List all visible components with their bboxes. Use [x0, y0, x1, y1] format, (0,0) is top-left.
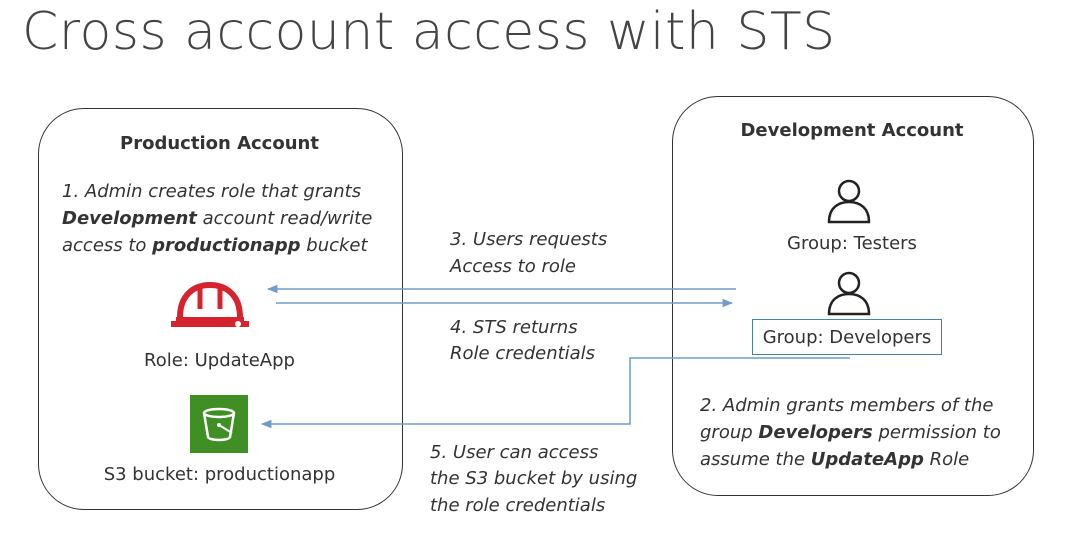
- step4-line2: Role credentials: [450, 343, 596, 364]
- step5-line1: 5. User can access: [430, 442, 599, 463]
- role-label: Role: UpdateApp: [144, 350, 295, 371]
- step2-line2: group Developers permission to: [700, 422, 1001, 443]
- group-testers-label: Group: Testers: [787, 233, 917, 254]
- step2-line3: assume the UpdateApp Role: [700, 449, 970, 470]
- page-title: Cross account access with STS: [22, 2, 836, 62]
- step5-line2: the S3 bucket by using: [430, 468, 638, 489]
- step3-line2: Access to role: [450, 256, 576, 277]
- step4-line1: 4. STS returns: [450, 317, 578, 338]
- development-account-box: [672, 96, 1034, 496]
- step2-line1: 2. Admin grants members of the: [700, 395, 994, 416]
- s3-bucket-icon: [190, 395, 248, 453]
- user-icon: [827, 271, 871, 316]
- bucket-label: S3 bucket: productionapp: [103, 464, 336, 485]
- development-account-heading: Development Account: [740, 120, 964, 141]
- production-account-heading: Production Account: [120, 133, 319, 154]
- hard-hat-icon: [171, 281, 249, 327]
- step1-line3: access to productionapp bucket: [62, 235, 368, 256]
- group-developers-box: [752, 319, 942, 355]
- arrow-step5-access: [260, 357, 850, 429]
- user-icon: [827, 179, 871, 224]
- group-developers-label: Group: Developers: [762, 327, 932, 348]
- step1-line2: Development account read/write: [62, 208, 373, 229]
- step1-line1: 1. Admin creates role that grants: [62, 181, 362, 202]
- step3-line1: 3. Users requests: [450, 229, 608, 250]
- step5-line3: the role credentials: [430, 495, 606, 516]
